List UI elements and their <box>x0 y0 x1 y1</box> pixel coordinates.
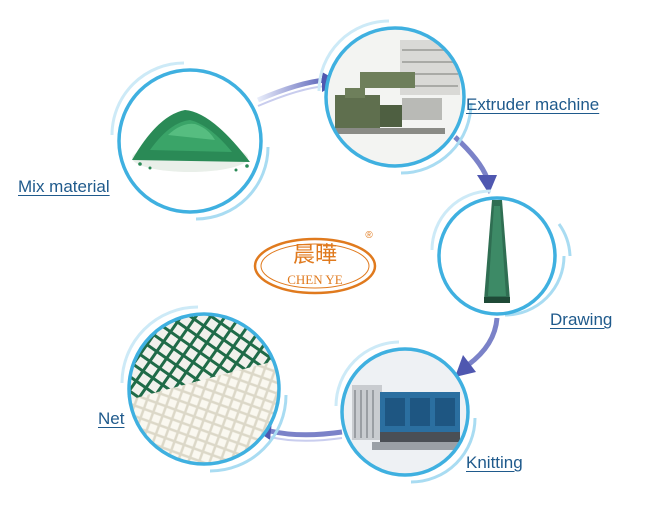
yarn-spool-icon <box>484 200 510 303</box>
mix-material-label: Mix material <box>18 177 110 196</box>
knitting-node <box>334 340 477 484</box>
drawing-node <box>430 189 572 317</box>
knitting-label: Knitting <box>466 453 523 472</box>
arrow-drawing-to-knitting <box>455 317 500 377</box>
net-label: Net <box>98 409 125 428</box>
logo-english-text: CHEN YE <box>287 272 343 287</box>
green-pellets-icon <box>132 110 250 172</box>
extruder-machine-node <box>317 19 473 175</box>
mix-material-node <box>110 61 270 221</box>
shade-net-icon <box>129 314 279 464</box>
arrow-extruder-to-drawing <box>453 135 497 194</box>
knitting-machine-icon <box>342 349 468 475</box>
drawing-label: Drawing <box>550 310 613 329</box>
net-node <box>120 305 288 473</box>
registered-mark: ® <box>365 230 373 241</box>
extruder-machine-icon <box>326 28 464 166</box>
extruder-machine-label: Extruder machine <box>466 95 600 114</box>
chen-ye-logo: 晨曄 CHEN YE ® <box>253 230 377 295</box>
logo-chinese-text: 晨曄 <box>293 243 337 268</box>
